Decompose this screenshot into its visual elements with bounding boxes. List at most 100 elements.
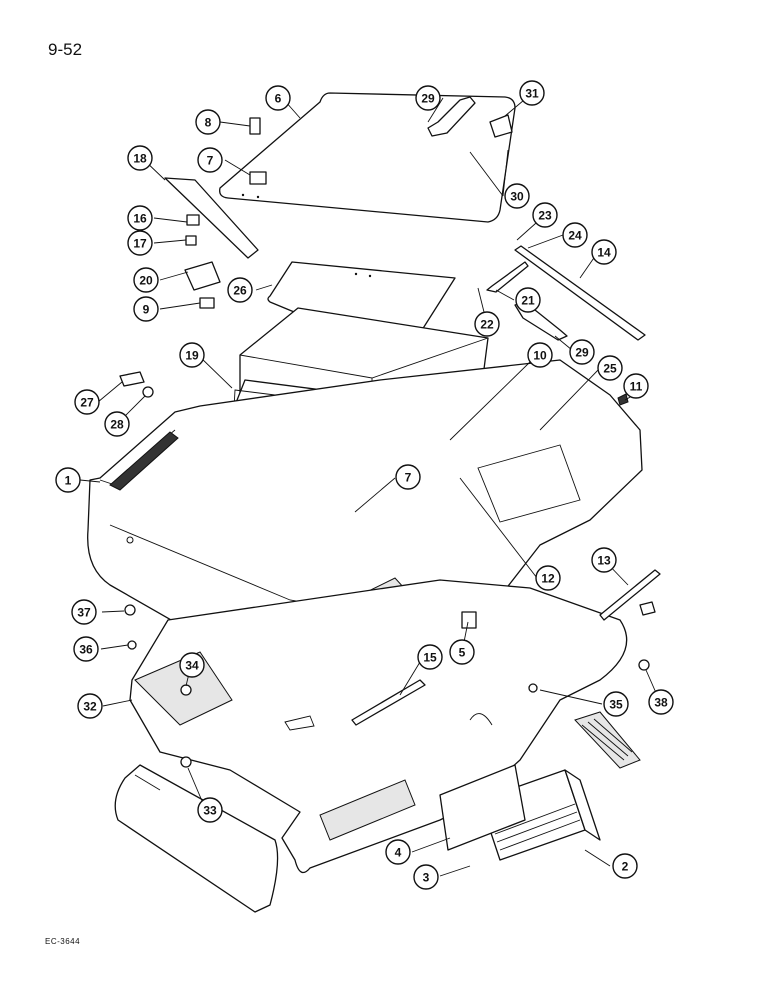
callout-12: 12 — [535, 565, 561, 591]
callout-label: 30 — [510, 190, 524, 204]
callout-35: 35 — [603, 691, 629, 717]
callout-circle — [519, 80, 545, 106]
callout-26: 26 — [227, 277, 253, 303]
callout-34: 34 — [179, 652, 205, 678]
callout-28: 28 — [104, 411, 130, 437]
callout-8: 8 — [195, 109, 221, 135]
callout-circle — [535, 565, 561, 591]
callout-3: 3 — [413, 864, 439, 890]
callout-circle — [413, 864, 439, 890]
callout-label: 2 — [622, 860, 629, 874]
callout-circle — [532, 202, 558, 228]
callout-circle — [385, 839, 411, 865]
callout-label: 5 — [459, 646, 466, 660]
callout-23: 23 — [532, 202, 558, 228]
callout-circle — [603, 691, 629, 717]
callout-label: 24 — [568, 229, 582, 243]
callout-label: 35 — [609, 698, 623, 712]
callout-label: 28 — [110, 418, 124, 432]
callout-label: 4 — [395, 846, 402, 860]
callout-9: 9 — [133, 296, 159, 322]
vent-grille — [574, 711, 641, 769]
callout-circle — [612, 853, 638, 879]
callout-38: 38 — [648, 689, 674, 715]
callout-label: 7 — [207, 154, 214, 168]
callout-label: 20 — [139, 274, 153, 288]
callout-33: 33 — [197, 797, 223, 823]
callout-label: 14 — [597, 246, 611, 260]
callout-circle — [55, 467, 81, 493]
callout-circle — [527, 342, 553, 368]
callout-circle — [591, 547, 617, 573]
callout-label: 18 — [133, 152, 147, 166]
callout-circle — [515, 287, 541, 313]
callout-circle — [127, 145, 153, 171]
callout-25: 25 — [597, 355, 623, 381]
callout-label: 1 — [65, 474, 72, 488]
callout-label: 33 — [203, 804, 217, 818]
callout-label: 3 — [423, 871, 430, 885]
callout-circle — [104, 411, 130, 437]
callout-circle — [591, 239, 617, 265]
callout-6: 6 — [265, 85, 291, 111]
callout-label: 38 — [654, 696, 668, 710]
callout-circle — [415, 85, 441, 111]
callout-36: 36 — [73, 636, 99, 662]
callout-circle — [569, 339, 595, 365]
callout-circle — [127, 230, 153, 256]
callout-17: 17 — [127, 230, 153, 256]
callout-circle — [179, 342, 205, 368]
callout-circle — [449, 639, 475, 665]
callout-14: 14 — [591, 239, 617, 265]
callout-circle — [417, 644, 443, 670]
callout-19: 19 — [179, 342, 205, 368]
callout-circle — [197, 797, 223, 823]
callout-32: 32 — [77, 693, 103, 719]
callout-label: 9 — [143, 303, 150, 317]
rod-13 — [599, 569, 661, 621]
callout-circle — [71, 599, 97, 625]
callout-label: 16 — [133, 212, 147, 226]
callout-circle — [197, 147, 223, 173]
callout-label: 22 — [480, 318, 494, 332]
callout-10: 10 — [527, 342, 553, 368]
callout-label: 17 — [133, 237, 147, 251]
callout-label: 26 — [233, 284, 247, 298]
callout-label: 8 — [205, 116, 212, 130]
callout-label: 6 — [275, 92, 282, 106]
callout-label: 10 — [533, 349, 547, 363]
callout-circle — [133, 267, 159, 293]
page-number: 9-52 — [48, 40, 83, 59]
callout-circle — [133, 296, 159, 322]
callout-label: 27 — [80, 396, 94, 410]
callout-circle — [474, 311, 500, 337]
sun-visor — [114, 764, 279, 913]
callout-27: 27 — [74, 389, 100, 415]
drawing-code: EC-3644 — [45, 937, 81, 946]
callout-label: 11 — [630, 380, 643, 394]
callout-label: 29 — [421, 92, 435, 106]
callout-4: 4 — [385, 839, 411, 865]
grab-handle-top — [427, 96, 476, 137]
callout-label: 25 — [603, 362, 617, 376]
callout-29: 29 — [415, 85, 441, 111]
callout-circle — [395, 464, 421, 490]
callout-circle — [195, 109, 221, 135]
callout-circle — [623, 373, 649, 399]
callout-label: 37 — [77, 606, 91, 620]
roof-top-panel — [219, 92, 516, 223]
callout-label: 7 — [405, 471, 412, 485]
callout-circle — [562, 222, 588, 248]
callout-label: 15 — [423, 651, 437, 665]
hardware-small — [119, 117, 650, 768]
callout-15: 15 — [417, 644, 443, 670]
callout-circle — [73, 636, 99, 662]
callout-label: 31 — [525, 87, 539, 101]
callout-30: 30 — [504, 183, 530, 209]
callout-18: 18 — [127, 145, 153, 171]
callout-31: 31 — [519, 80, 545, 106]
callout-circle — [648, 689, 674, 715]
callout-circle — [265, 85, 291, 111]
callout-7: 7 — [395, 464, 421, 490]
